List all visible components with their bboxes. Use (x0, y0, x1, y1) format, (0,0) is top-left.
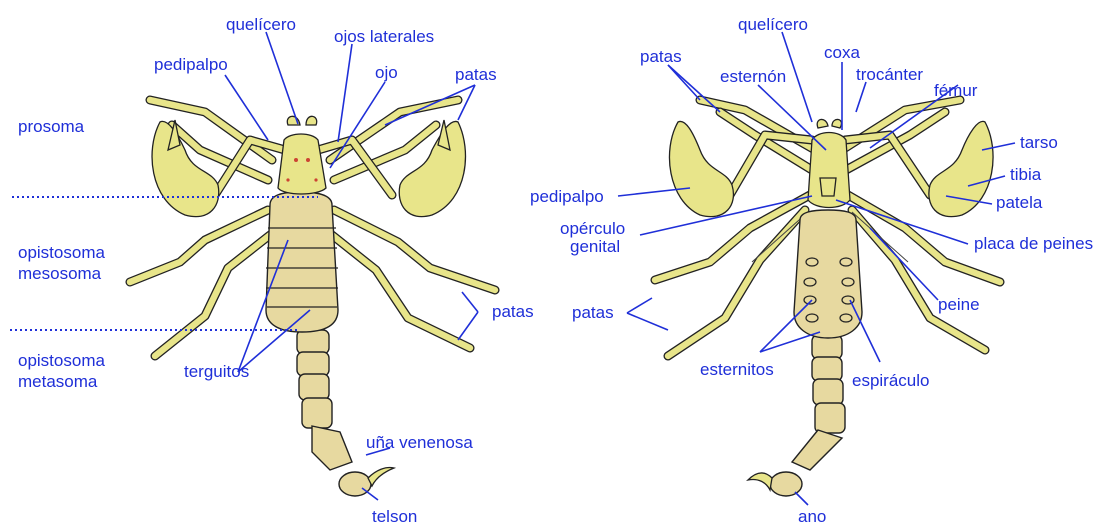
label-pedipalpo-ventral: pedipalpo (530, 187, 604, 206)
label-patas-ventral-top: patas (640, 47, 682, 66)
label-opistosoma-1: opistosoma (18, 243, 105, 262)
label-coxa: coxa (824, 43, 860, 62)
label-tibia: tibia (1010, 165, 1042, 184)
dorsal-metasoma (297, 330, 394, 496)
ventral-prosoma (808, 119, 850, 207)
label-quelicero-dorsal: quelícero (226, 15, 296, 34)
label-tarso: tarso (1020, 133, 1058, 152)
label-mesosoma: mesosoma (18, 264, 102, 283)
label-patas-dorsal-right: patas (492, 302, 534, 321)
label-esternitos: esternitos (700, 360, 774, 379)
label-patas-dorsal-top: patas (455, 65, 497, 84)
label-ano: ano (798, 507, 826, 526)
label-pedipalpo-dorsal: pedipalpo (154, 55, 228, 74)
dorsal-prosoma (278, 116, 326, 194)
label-femur: fémur (934, 81, 978, 100)
label-quelicero-ventral: quelícero (738, 15, 808, 34)
label-prosoma: prosoma (18, 117, 85, 136)
label-operculo-2: genital (570, 237, 620, 256)
ventral-mesosoma (794, 210, 862, 338)
label-ojo: ojo (375, 63, 398, 82)
label-peine: peine (938, 295, 980, 314)
label-metasoma: metasoma (18, 372, 98, 391)
label-trocanter: trocánter (856, 65, 923, 84)
label-operculo-1: opérculo (560, 219, 625, 238)
dorsal-mesosoma (266, 192, 338, 332)
label-patas-ventral-left: patas (572, 303, 614, 322)
label-opistosoma-2: opistosoma (18, 351, 105, 370)
label-placa-de-peines: placa de peines (974, 234, 1093, 253)
label-espiraculo: espiráculo (852, 371, 930, 390)
label-terguitos: terguitos (184, 362, 249, 381)
label-una-venenosa: uña venenosa (366, 433, 473, 452)
label-telson: telson (372, 507, 417, 526)
label-esternon: esternón (720, 67, 786, 86)
label-ojos-laterales: ojos laterales (334, 27, 434, 46)
label-patela: patela (996, 193, 1043, 212)
